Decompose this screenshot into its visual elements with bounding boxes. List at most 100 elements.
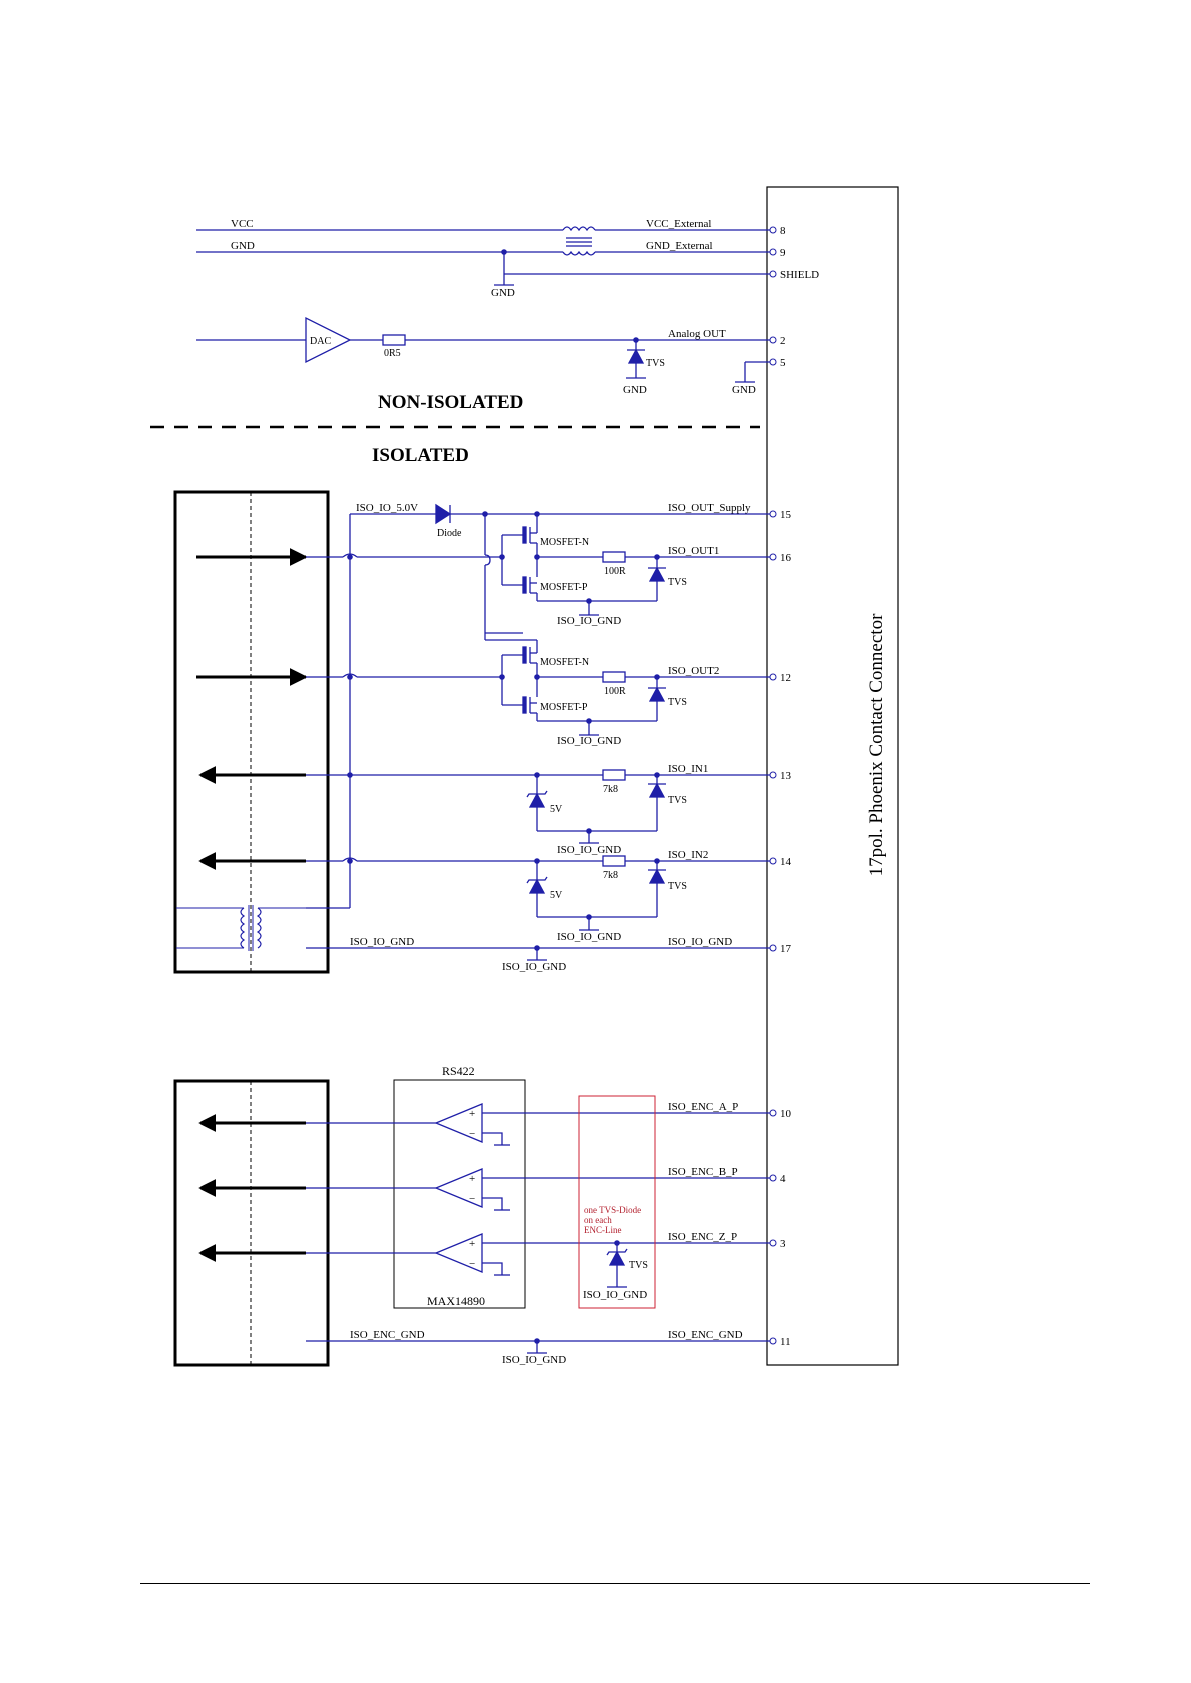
zener-5v-label: 5V [550,890,563,901]
pin-label-4: 4 [780,1173,786,1185]
junction-dot [347,674,353,680]
resistor-7k8-label: 7k8 [603,870,618,881]
non-isolated-label: NON-ISOLATED [378,392,523,413]
connector-body [766,186,899,1366]
junction-dot [586,598,592,604]
encoder-wiring [306,1103,770,1354]
junction-dot [654,554,660,560]
zener-5v-label: 5V [550,804,563,815]
junction-dot [347,858,353,864]
net-iso-enc-b: ISO_ENC_B_P [668,1166,738,1178]
net-gnd: GND [231,240,255,252]
pin-label-8: 8 [780,225,786,237]
net-iso-enc-gnd: ISO_ENC_GND [350,1329,425,1341]
net-iso-enc-a: ISO_ENC_A_P [668,1101,738,1113]
iso-io-gnd-label: ISO_IO_GND [557,615,621,627]
junction-dot [347,772,353,778]
junction-dot [614,1240,620,1246]
pin-label-10: 10 [780,1108,792,1120]
pin-circle [769,510,777,518]
tvs-note-line2: on each [584,1215,612,1225]
pin-label-5: 5 [780,357,786,369]
pin-circle [769,1109,777,1117]
tvs-label: TVS [668,577,687,588]
dac-label: DAC [310,336,331,347]
net-iso-in2: ISO_IN2 [668,849,708,861]
iso-io-gnd-label: ISO_IO_GND [502,1354,566,1366]
connector-title: 17pol. Phoenix Contact Connector [866,613,887,876]
rs422-label: RS422 [442,1064,475,1078]
tvs-note-line1: one TVS-Diode [584,1205,641,1215]
junction-dot [654,772,660,778]
pin-circle [769,358,777,366]
pin-circle [769,771,777,779]
net-gnd-ext: GND_External [646,240,713,252]
net-vcc-ext: VCC_External [646,218,711,230]
junction-dot [654,674,660,680]
isolated-io-block [173,490,330,974]
junction-dot [347,554,353,560]
iso-io-gnd-label: ISO_IO_GND [557,931,621,943]
pin-label-shield: SHIELD [780,269,819,281]
iso-io-gnd-label: ISO_IO_GND [583,1289,647,1301]
pin-label-15: 15 [780,509,792,521]
pin-label-9: 9 [780,247,786,259]
iso-io-gnd-label: ISO_IO_GND [502,961,566,973]
pin-circle [769,336,777,344]
pin-label-12: 12 [780,672,791,684]
pin-circle [769,1174,777,1182]
op-plus-sign: + [469,1173,475,1185]
pin-label-11: 11 [780,1336,791,1348]
junction-dot [534,858,540,864]
junction-dot [534,674,540,680]
net-vcc: VCC [231,218,254,230]
gnd-label: GND [732,384,756,396]
op-plus-sign: + [469,1238,475,1250]
mosfet-p-label: MOSFET-P [540,702,588,713]
pin-circle [769,270,777,278]
footer-rule [140,1583,1090,1584]
pin-circle [769,944,777,952]
tvs-label: TVS [668,795,687,806]
isolated-label: ISOLATED [372,445,469,466]
pin-circle [769,673,777,681]
op-minus-sign: − [469,1193,475,1205]
op-minus-sign: − [469,1258,475,1270]
net-iso-io-5v: ISO_IO_5.0V [356,502,418,514]
junction-dot [586,828,592,834]
net-analog-out: Analog OUT [668,328,726,340]
resistor-100r-label: 100R [604,566,626,577]
mosfet-n-label: MOSFET-N [540,537,589,548]
tvs-note-box [578,1095,656,1309]
net-iso-out-supply: ISO_OUT_Supply [668,502,751,514]
junction-dot [633,337,639,343]
net-iso-in1: ISO_IN1 [668,763,708,775]
pin-label-17: 17 [780,943,792,955]
pin-circle [769,1239,777,1247]
pin-circle [769,553,777,561]
resistor-7k8-label: 7k8 [603,784,618,795]
op-plus-sign: + [469,1108,475,1120]
junction-dot [534,945,540,951]
junction-dot [586,914,592,920]
junction-dot [534,1338,540,1344]
net-iso-enc-z: ISO_ENC_Z_P [668,1231,737,1243]
gnd-label: GND [623,384,647,396]
net-iso-enc-gnd: ISO_ENC_GND [668,1329,743,1341]
resistor-0r5-label: 0R5 [384,348,401,359]
tvs-label: TVS [668,881,687,892]
junction-dot [534,511,540,517]
resistor-100r-label: 100R [604,686,626,697]
mosfet-n-label: MOSFET-N [540,657,589,668]
junction-dot [534,554,540,560]
junction-dot [482,511,488,517]
diode-label: Diode [437,528,462,539]
pin-circle [769,226,777,234]
tvs-label: TVS [646,358,665,369]
junction-dot [534,772,540,778]
gnd-label: GND [491,287,515,299]
tvs-label: TVS [629,1260,648,1271]
net-iso-out2: ISO_OUT2 [668,665,719,677]
max14890-label: MAX14890 [427,1294,485,1308]
